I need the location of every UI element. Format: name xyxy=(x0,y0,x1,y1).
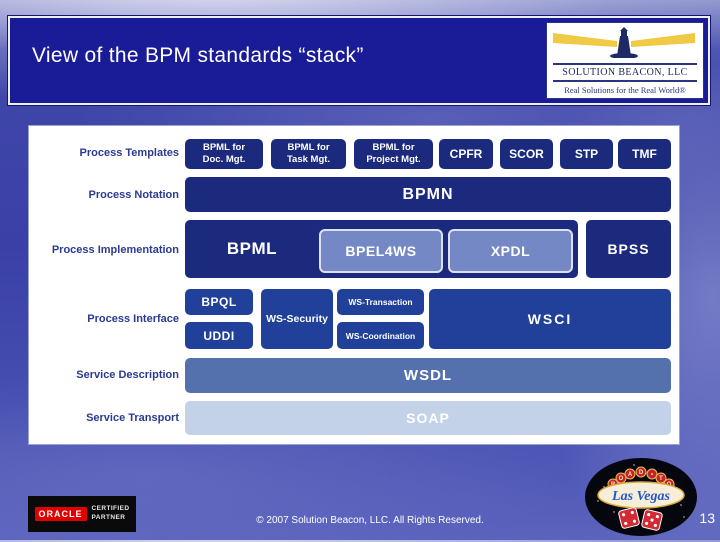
box-text: Project Mgt. xyxy=(366,154,421,165)
box-wsdl: WSDL xyxy=(185,358,671,393)
box-uddi: UDDI xyxy=(185,322,253,349)
row-label-process-notation: Process Notation xyxy=(88,189,179,201)
box-ws-security: WS-Security xyxy=(261,289,333,349)
box-text: BPML for xyxy=(287,141,330,153)
bpm-stack-diagram: Process Templates Process Notation Proce… xyxy=(28,125,680,445)
las-vegas-logo: R O A D • T O Las Vegas xyxy=(584,457,698,537)
row-label-service-transport: Service Transport xyxy=(86,412,179,424)
box-ws-coordination: WS-Coordination xyxy=(337,322,424,349)
copyright-text: © 2007 Solution Beacon, LLC. All Rights … xyxy=(256,515,484,526)
solution-beacon-logo: SOLUTION BEACON, LLC Real Solutions for … xyxy=(546,22,704,99)
slide-header: View of the BPM standards “stack” SOLUTI… xyxy=(8,16,710,105)
page-number: 13 xyxy=(699,510,715,526)
box-text: BPML for xyxy=(202,141,246,153)
oracle-certified-line2: PARTNER xyxy=(91,514,126,521)
box-stp: STP xyxy=(560,139,613,169)
arc-letter: • xyxy=(651,472,653,478)
arc-letter: D xyxy=(639,470,644,476)
logo-company-name: SOLUTION BEACON, LLC xyxy=(553,65,697,82)
box-ws-transaction: WS-Transaction xyxy=(337,289,424,315)
lighthouse-icon xyxy=(553,26,697,65)
box-scor: SCOR xyxy=(500,139,553,169)
box-text: Task Mgt. xyxy=(286,154,331,165)
box-tmf: TMF xyxy=(618,139,671,169)
vegas-title: Las Vegas xyxy=(611,489,671,504)
oracle-certified-partner-logo: ORACLE CERTIFIED PARTNER xyxy=(28,496,136,532)
box-xpdl: XPDL xyxy=(448,229,573,273)
box-bpss: BPSS xyxy=(586,220,671,278)
box-wsci: WSCI xyxy=(429,289,671,349)
row-label-service-description: Service Description xyxy=(76,369,179,381)
box-bpel4ws: BPEL4WS xyxy=(319,229,443,273)
box-text: BPML for xyxy=(372,141,415,153)
box-cpfr: CPFR xyxy=(439,139,493,169)
row-label-process-implementation: Process Implementation xyxy=(51,244,179,256)
row-label-process-interface: Process Interface xyxy=(87,313,179,325)
box-bpml-task-mgt: BPML for Task Mgt. xyxy=(271,139,346,169)
oracle-certified-text: CERTIFIED PARTNER xyxy=(92,505,130,523)
box-bpml-doc-mgt: BPML for Doc. Mgt. xyxy=(185,139,263,169)
arc-letter: O xyxy=(619,476,624,482)
logo-tagline: Real Solutions for the Real World® xyxy=(564,85,686,95)
oracle-wordmark: ORACLE xyxy=(34,507,87,521)
box-text: Doc. Mgt. xyxy=(202,154,246,165)
box-bpml-container: BPML BPEL4WS XPDL xyxy=(185,220,578,278)
oracle-certified-line1: CERTIFIED xyxy=(91,505,130,513)
row-label-process-templates: Process Templates xyxy=(79,147,179,159)
box-bpml-label: BPML xyxy=(226,239,278,258)
arc-letter: T xyxy=(659,476,663,482)
box-bpml-project-mgt: BPML for Project Mgt. xyxy=(354,139,433,169)
box-bpql: BPQL xyxy=(185,289,253,315)
page-title: View of the BPM standards “stack” xyxy=(32,44,364,67)
box-soap: SOAP xyxy=(185,401,671,435)
box-bpmn: BPMN xyxy=(185,177,671,212)
dice-icon xyxy=(618,507,663,531)
arc-letter: A xyxy=(628,472,633,478)
